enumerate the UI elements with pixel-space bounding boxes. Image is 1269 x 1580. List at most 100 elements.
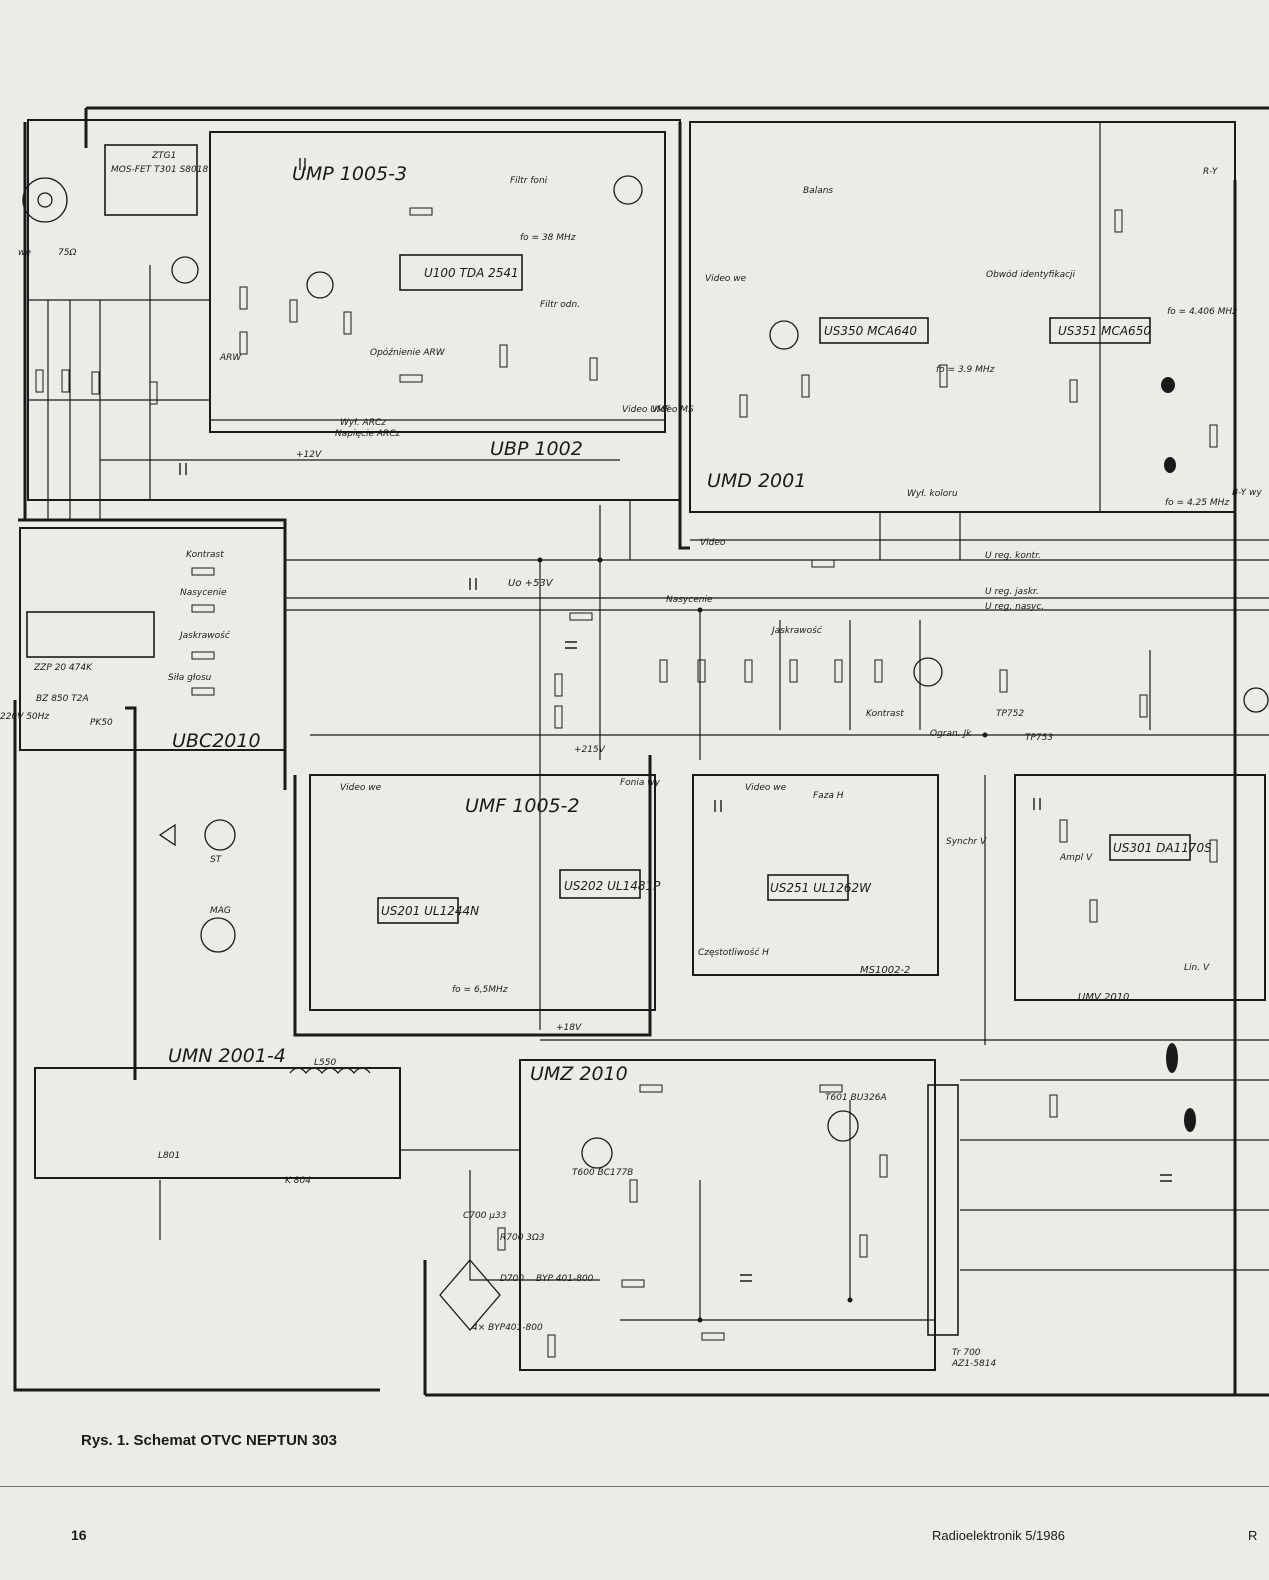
ump-frame	[209, 131, 666, 433]
label-filtr-odn: Filtr odn.	[540, 300, 580, 310]
us351-chip	[1049, 317, 1151, 344]
label-wyl-arcz: Wył. ARCz	[340, 418, 386, 428]
label-we: we	[18, 248, 31, 258]
umn-frame	[34, 1067, 401, 1179]
label-lin-v: Lin. V	[1184, 963, 1210, 973]
label-bu326a: T601 BU326A	[825, 1093, 887, 1103]
module-umz: UMZ 2010	[530, 1063, 628, 1085]
label-jaskrawosc: Jaskrawość	[178, 630, 231, 641]
us301-chip	[1109, 834, 1191, 861]
label-u-reg-nasyc: U reg. nasyc.	[985, 602, 1044, 612]
label-l550: L550	[314, 1058, 336, 1068]
label-video-we-umf: Video we	[340, 783, 382, 793]
zzp-chip	[26, 611, 155, 658]
label-faza-h: Faza H	[813, 791, 844, 801]
circuit-schematic: UMP 1005-3 UBP 1002 UMD 2001 UBC2010 UMF…	[0, 106, 1269, 1397]
label-video-ms: Video MS	[652, 405, 694, 415]
label-video-we: Video we	[705, 274, 747, 284]
label-v18: +18V	[556, 1023, 582, 1033]
us350-chip	[819, 317, 929, 344]
ubc-frame	[19, 527, 286, 751]
label-v215: +215V	[574, 745, 606, 755]
label-fonia-wy: Fonia wy	[620, 778, 661, 788]
label-video: Video	[700, 538, 726, 548]
label-c700: C700 µ33	[463, 1211, 507, 1221]
umf-frame	[309, 774, 656, 1011]
label-v53: Uo +53V	[508, 578, 554, 589]
ic-us351: US351 MCA650	[1058, 324, 1151, 338]
label-fo-3-9: fo = 3.9 MHz	[936, 365, 995, 375]
umz-frame	[519, 1059, 936, 1371]
label-nasycenie-r761: Nasycenie	[666, 595, 713, 605]
label-opoznienie-arw: Opóźnienie ARW	[370, 347, 446, 358]
label-balans: Balans	[803, 186, 833, 196]
label-b-y: B-Y wy	[1232, 488, 1262, 498]
label-fuse: BZ 850 T2A	[36, 694, 89, 704]
ic-tr700-sub: AZ1-5814	[951, 1359, 996, 1369]
label-fo-6-5: fo = 6,5MHz	[452, 985, 508, 995]
label-fo-38: fo = 38 MHz	[520, 233, 576, 243]
ms-frame	[692, 774, 939, 976]
label-fo-4406: fo = 4.406 MHz	[1167, 307, 1237, 317]
magazine-edge-letter: R	[1248, 1528, 1258, 1543]
label-tp752: TP752	[996, 709, 1024, 719]
ic-u100: U100 TDA 2541	[424, 266, 519, 280]
label-video-umf: Video UMF	[622, 405, 671, 415]
label-v12: +12V	[296, 450, 322, 460]
label-mag: MAG	[210, 906, 231, 916]
label-pk50: PK50	[90, 718, 113, 728]
label-nasycenie: Nasycenie	[180, 588, 227, 598]
figure-caption: Rys. 1. Schemat OTVC NEPTUN 303	[81, 1432, 337, 1449]
label-sila-glosu: Siła głosu	[168, 673, 212, 683]
label-obwod-identyfikacji: Obwód identyfikacji	[986, 269, 1076, 280]
ic-ztg1-sub: MOS-FET T301 S8018	[111, 165, 208, 175]
ic-us301: US301 DA1170S	[1113, 841, 1212, 855]
label-ampl-v: Ampl V	[1059, 853, 1093, 863]
label-czestotliwosc-h: Częstotliwość H	[698, 947, 769, 958]
label-st: ST	[210, 855, 223, 865]
us202-chip	[559, 869, 641, 899]
label-mains: 220V 50Hz	[0, 712, 49, 722]
umd-frame	[689, 121, 1236, 513]
ic-us350: US350 MCA640	[824, 324, 917, 338]
page-number: 16	[71, 1527, 87, 1543]
ic-tr700: Tr 700	[952, 1348, 981, 1358]
umv-frame	[1014, 774, 1266, 1001]
ic-ztg1: ZTG1	[151, 151, 176, 161]
us201-chip	[377, 897, 459, 924]
label-byp401: BYP 401-800	[536, 1274, 594, 1284]
label-d700: D700	[500, 1274, 524, 1284]
ubp-frame	[27, 119, 681, 501]
footer-rule	[0, 1486, 1269, 1487]
label-kontrast: Kontrast	[186, 550, 224, 560]
label-75-ohm: 75Ω	[58, 248, 76, 258]
label-l801: L801	[158, 1151, 180, 1161]
label-fo-425: fo = 4.25 MHz	[1165, 498, 1229, 508]
label-bridge: 4× BYP401-800	[472, 1323, 543, 1333]
ic-us202: US202 UL1481P	[564, 879, 661, 893]
label-ograniczenie: Ogran. Jk	[930, 729, 972, 739]
label-video-we-ms: Video we	[745, 783, 787, 793]
label-tp753: TP753	[1025, 733, 1053, 743]
ic-zzp: ZZP 20 474K	[33, 663, 93, 673]
module-umv: UMV 2010	[1078, 992, 1129, 1003]
tr700-transformer	[927, 1084, 959, 1336]
module-umn: UMN 2001-4	[168, 1045, 286, 1067]
module-ubc: UBC2010	[172, 730, 261, 752]
label-napiecie-arcz: Napięcie ARCz	[335, 429, 401, 439]
label-r-y: R-Y	[1203, 167, 1219, 177]
label-filtr-foni: Filtr foni	[510, 176, 548, 186]
label-r700: R700 3Ω3	[500, 1233, 545, 1243]
label-kontrast-r768: Kontrast	[866, 709, 904, 719]
label-u-reg-jaskr: U reg. jaskr.	[985, 587, 1039, 597]
module-umf: UMF 1005-2	[465, 795, 580, 817]
magazine-issue: Radioelektronik 5/1986	[932, 1528, 1065, 1543]
label-synchr-v: Synchr V	[946, 837, 987, 847]
ic-us251: US251 UL1262W	[770, 881, 872, 895]
module-umd: UMD 2001	[707, 470, 806, 492]
ic-us201: US201 UL1244N	[381, 904, 479, 918]
module-ump: UMP 1005-3	[292, 163, 407, 185]
module-ubp: UBP 1002	[490, 438, 583, 460]
u100-chip	[399, 254, 523, 291]
